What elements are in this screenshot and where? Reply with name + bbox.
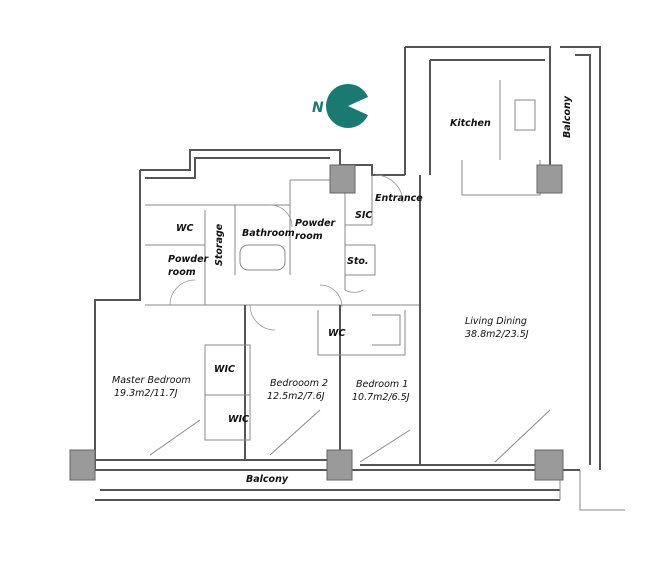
label-bathroom: Bathroom <box>242 228 295 239</box>
label-powder-room-2: Powder <box>168 254 210 265</box>
label-entrance: Entrance <box>375 193 423 204</box>
label-wc-top: WC <box>176 223 193 234</box>
north-compass: N <box>312 84 373 128</box>
area-bedroom-2: 12.5m2/7.6J <box>267 391 325 402</box>
label-powder-room-1b: room <box>295 231 323 242</box>
label-powder-room-1: Powder <box>295 218 337 229</box>
label-storage: Storage <box>214 223 225 266</box>
label-kitchen: Kitchen <box>450 118 491 129</box>
label-wic-2: WIC <box>228 414 249 425</box>
label-sic: SIC <box>355 210 372 221</box>
label-powder-room-2b: room <box>168 267 196 278</box>
label-bedroom-1: Bedroom 1 <box>356 379 408 390</box>
label-living-dining: Living Dining <box>465 316 527 327</box>
area-master-bedroom: 19.3m2/11.7J <box>114 388 178 399</box>
label-sto: Sto. <box>347 256 369 267</box>
label-wc-mid: WC <box>328 328 345 339</box>
label-wic-1: WIC <box>214 364 235 375</box>
label-bedroom-2: Bedrooom 2 <box>270 378 328 389</box>
label-balcony-south: Balcony <box>246 474 289 485</box>
walls <box>94 46 625 511</box>
label-balcony-east: Balcony <box>562 95 573 138</box>
structural-columns <box>69 164 564 481</box>
area-bedroom-1: 10.7m2/6.5J <box>352 392 410 403</box>
label-master-bedroom: Master Bedroom <box>112 375 191 386</box>
area-living-dining: 38.8m2/23.5J <box>465 329 529 340</box>
room-labels: Kitchen Balcony Entrance SIC WC Storage … <box>112 95 573 485</box>
compass-label: N <box>312 100 324 116</box>
